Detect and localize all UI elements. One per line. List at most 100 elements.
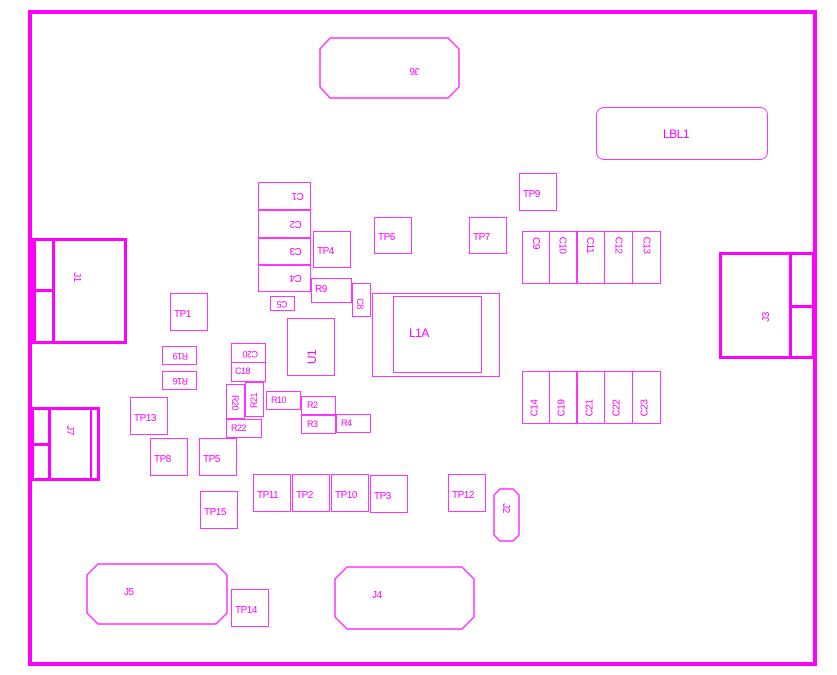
test-point-tp13-label: TP13 (134, 413, 156, 424)
resistor-r9 (311, 278, 352, 303)
resistor-r22 (226, 419, 262, 438)
capacitor-c22-label: C22 (611, 399, 623, 417)
capacitor-c4-label: C4 (290, 272, 302, 283)
resistor-r9-label: R9 (315, 284, 327, 295)
connector-j5-label: J5 (124, 587, 134, 598)
test-point-tp2-label: TP2 (296, 490, 313, 501)
test-point-tp5-label: TP5 (203, 454, 220, 465)
capacitor-c19-label: C19 (556, 399, 568, 417)
test-point-tp9 (519, 173, 557, 211)
resistor-r10 (266, 391, 301, 410)
test-point-tp4-label: TP4 (317, 246, 334, 257)
resistor-r20-label: R20 (230, 394, 241, 411)
resistor-r2 (301, 396, 336, 415)
capacitor-c11-label: C11 (584, 236, 596, 254)
connector-j3-divider (789, 305, 815, 308)
test-point-tp15-label: TP15 (204, 507, 226, 518)
inductor-l1a-outer (372, 293, 500, 377)
test-point-tp1 (170, 293, 208, 331)
capacitor-c23 (632, 371, 661, 424)
test-point-tp15 (200, 491, 238, 529)
capacitor-c18 (231, 362, 266, 382)
connector-j6-label: J6 (410, 65, 420, 76)
test-point-tp4 (313, 231, 351, 268)
capacitor-c8 (352, 283, 371, 317)
test-point-tp7 (469, 217, 507, 254)
test-point-tp3 (370, 475, 408, 513)
capacitor-c10-label: C10 (556, 236, 568, 254)
test-point-tp12-label: TP12 (452, 490, 474, 501)
test-point-tp12 (448, 474, 486, 512)
test-point-tp7-label: TP7 (473, 232, 490, 243)
capacitor-c13-label: C13 (640, 236, 652, 254)
resistor-r3 (301, 415, 336, 434)
capacitor-c5 (270, 296, 295, 311)
test-point-tp10 (331, 474, 369, 512)
capacitor-c5-label: C5 (277, 299, 288, 309)
board-outline (28, 10, 817, 666)
connector-j1-edge (31, 238, 36, 344)
test-point-tp6-label: TP6 (378, 232, 395, 243)
test-point-tp5 (199, 438, 237, 476)
capacitor-c2 (258, 210, 311, 238)
inductor-l1a-label: L1A (409, 326, 429, 340)
capacitor-c2-label: C2 (290, 218, 302, 229)
capacitor-c3-label: C3 (290, 245, 302, 256)
capacitor-c3 (258, 238, 311, 265)
label-area-lbl1 (596, 107, 768, 160)
resistor-r16 (162, 371, 197, 390)
capacitor-c9-label: C9 (529, 237, 541, 249)
connector-j2-label: J2 (499, 503, 511, 513)
resistor-r19 (162, 346, 197, 365)
resistor-r2-label: R2 (307, 400, 318, 410)
test-point-tp8 (150, 438, 188, 476)
capacitor-c12-label: C12 (612, 236, 624, 254)
inductor-l1a-inner (393, 296, 482, 373)
resistor-r20 (226, 384, 245, 419)
label-area-lbl1-text: LBL1 (663, 127, 690, 141)
test-point-tp14-label: TP14 (235, 605, 257, 616)
ic-u1-label: U1 (305, 349, 320, 365)
test-point-tp11 (253, 474, 291, 512)
resistor-r3-label: R3 (307, 419, 318, 429)
capacitor-c23-label: C23 (639, 399, 651, 417)
resistor-r16-label: R16 (173, 376, 189, 386)
resistor-r21-label: R21 (249, 392, 260, 409)
capacitor-c1-label: C1 (292, 190, 304, 201)
capacitor-c21-label: C21 (584, 399, 596, 417)
test-point-tp8-label: TP8 (154, 454, 171, 465)
connector-j1-divider (31, 289, 55, 292)
capacitor-c13 (632, 231, 661, 284)
test-point-tp6 (374, 217, 412, 254)
resistor-r21 (245, 382, 264, 417)
test-point-tp13 (130, 397, 168, 435)
test-point-tp3-label: TP3 (374, 491, 391, 502)
resistor-r10-label: R10 (271, 395, 287, 405)
connector-j7-divider (31, 443, 51, 446)
capacitor-c1 (258, 182, 311, 210)
capacitor-c18-label: C18 (235, 366, 251, 376)
connector-j7-label: J7 (63, 425, 75, 435)
test-point-tp1-label: TP1 (174, 309, 191, 320)
capacitor-c19 (549, 371, 577, 424)
resistor-r19-label: R19 (173, 351, 189, 361)
connector-j1-label: J1 (70, 272, 82, 282)
resistor-r22-label: R22 (231, 423, 247, 433)
connector-j4-label: J4 (372, 590, 382, 601)
capacitor-c4 (258, 265, 311, 292)
ic-u1 (287, 318, 335, 376)
connector-j3-label: J3 (760, 312, 772, 322)
capacitor-c20-label: C20 (243, 349, 259, 359)
test-point-tp2 (292, 474, 330, 512)
test-point-tp14 (231, 589, 269, 627)
test-point-tp11-label: TP11 (257, 490, 279, 501)
resistor-r4 (336, 414, 371, 433)
test-point-tp9-label: TP9 (523, 189, 540, 200)
connector-j7-divider (90, 407, 92, 481)
capacitor-c8-label: C8 (354, 298, 365, 309)
test-point-tp10-label: TP10 (335, 490, 357, 501)
resistor-r4-label: R4 (341, 418, 352, 428)
capacitor-c14-label: C14 (529, 399, 541, 417)
